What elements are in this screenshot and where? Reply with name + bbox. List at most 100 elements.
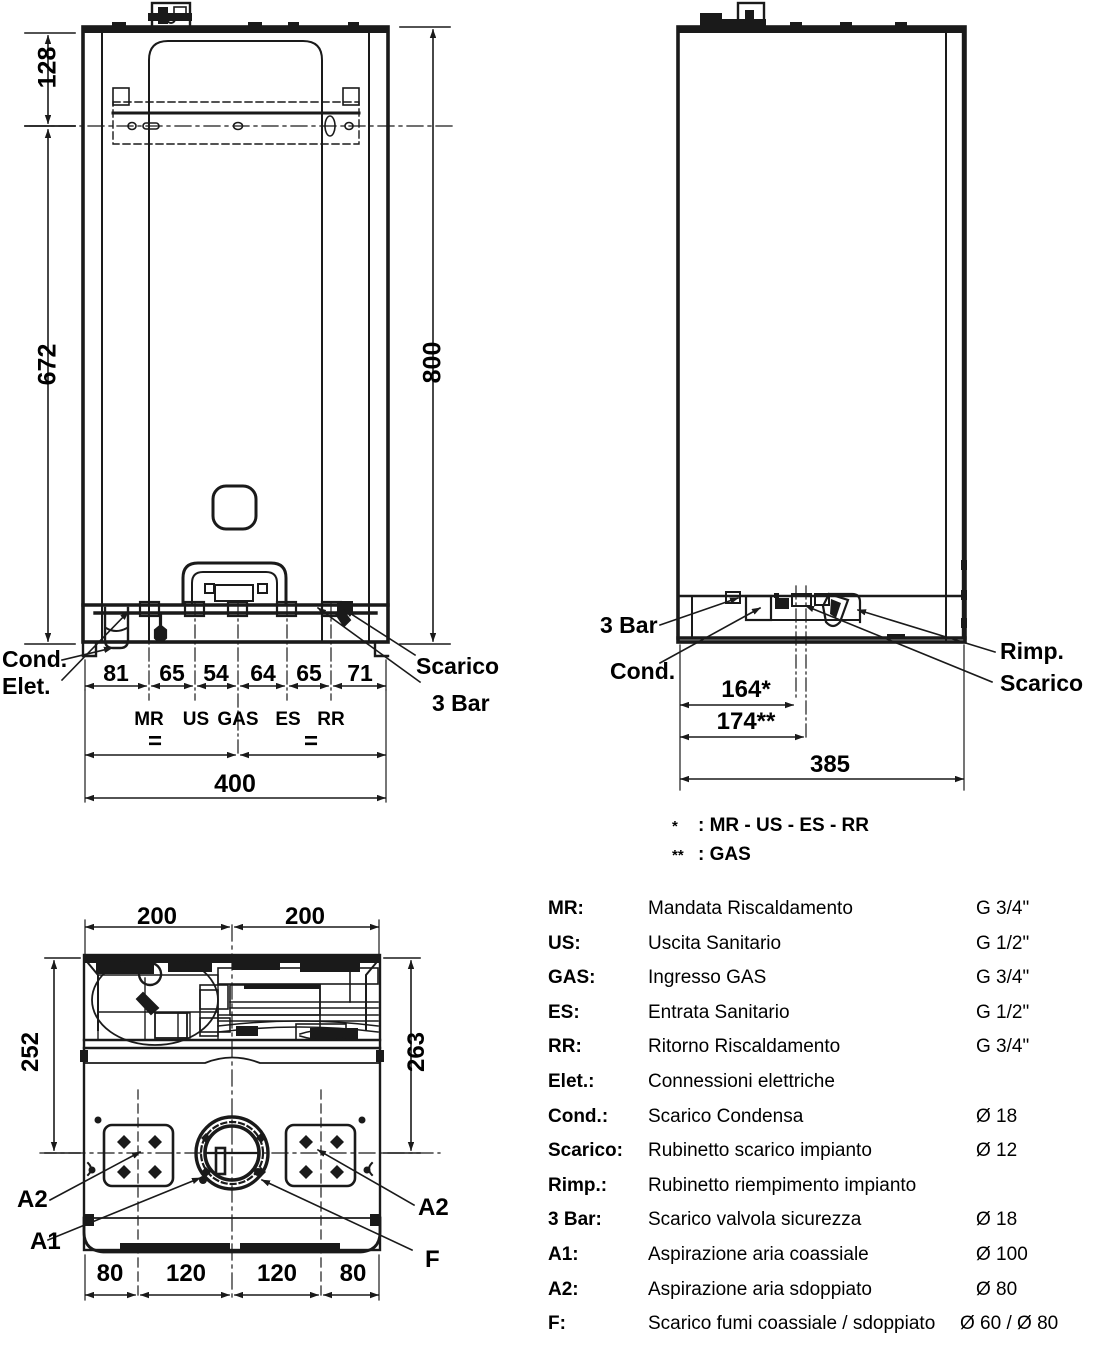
note-text-double: : GAS [698,844,751,865]
dim-label-200-left: 200 [136,903,178,930]
connection-label-gas: GAS [217,709,259,730]
dim-label-80-right: 80 [339,1260,367,1287]
connection-label-es: ES [275,709,301,730]
legend-row: GAS: Ingresso GAS G 3/4" [548,967,1096,1002]
legend-description: Aspirazione aria coassiale [648,1243,869,1265]
dim-label-672: 672 [33,343,62,386]
front-view-outline [81,1,390,644]
dim-400 [84,689,387,803]
side-view-notes: * : MR - US - ES - RR ** : GAS [672,815,869,873]
dim-label-65b: 65 [296,660,322,686]
callout-cond-front: Cond. [2,646,68,672]
legend-row: F: Scarico fumi coassiale / sdoppiato Ø … [548,1313,1096,1348]
callout-a2-left: A2 [17,1186,48,1213]
legend-key: Cond.: [548,1105,609,1127]
equal-mark-right: = [303,728,318,755]
legend-row: US: Uscita Sanitario G 1/2" [548,933,1096,968]
equal-mark-left: = [147,728,162,755]
callout-a1: A1 [30,1228,61,1255]
callout-3bar-side: 3 Bar [600,612,658,638]
legend-size: Ø 12 [976,1140,1018,1162]
legend-size: Ø 80 [976,1278,1018,1300]
legend-row: Rimp.: Rubinetto riempimento impianto [548,1175,1096,1210]
legend-description: Ingresso GAS [648,967,767,989]
side-view-centerlines [795,585,807,741]
legend-description: Mandata Riscaldamento [648,898,853,919]
dim-label-65a: 65 [159,660,185,686]
front-connection-centerlines [148,601,332,756]
legend-row: MR: Mandata Riscaldamento G 3/4" [548,898,1096,933]
legend-row: ES: Entrata Sanitario G 1/2" [548,1002,1096,1037]
dim-164 [679,644,794,791]
dim-label-385: 385 [809,751,851,778]
dim-label-164: 164* [721,676,771,703]
legend-row: Elet.: Connessioni elettriche [548,1071,1096,1106]
legend-description: Rubinetto scarico impianto [648,1140,872,1162]
dim-385 [680,644,965,791]
legend-size: Ø 100 [976,1243,1028,1265]
dim-label-120-right: 120 [256,1260,298,1287]
dim-263 [383,957,421,1154]
legend-description: Entrata Sanitario [648,1001,790,1023]
dim-connection-chain [84,659,387,691]
dim-label-200-right: 200 [284,903,326,930]
legend-key: Elet.: [548,1070,595,1092]
legend-size: G 3/4" [976,898,1030,919]
legend-row: A2: Aspirazione aria sdoppiato Ø 80 [548,1279,1096,1314]
connection-label-rr: RR [317,709,345,730]
dim-label-120-left: 120 [165,1260,207,1287]
dim-label-400: 400 [214,770,256,798]
legend-key: Rimp.: [548,1174,608,1196]
legend-key: 3 Bar: [548,1209,602,1231]
callout-elet-front: Elet. [2,673,51,699]
legend-size: G 1/2" [976,1001,1030,1023]
front-view-leaders [60,606,422,684]
callout-f: F [425,1246,440,1273]
note-single-star: * : MR - US - ES - RR [672,815,869,844]
legend-row: RR: Ritorno Riscaldamento G 3/4" [548,1036,1096,1071]
legend-size: G 3/4" [976,1036,1030,1058]
dim-label-263: 263 [403,1031,430,1073]
callout-a2-right: A2 [418,1194,449,1221]
dim-label-80-left: 80 [96,1260,124,1287]
legend-row: Cond.: Scarico Condensa Ø 18 [548,1106,1096,1141]
dim-label-252: 252 [17,1031,44,1073]
connection-label-us: US [182,709,210,730]
note-text-single: : MR - US - ES - RR [698,815,869,836]
legend-description: Ritorno Riscaldamento [648,1036,841,1058]
plan-view-internals [91,954,379,1046]
front-view-control-panel [181,484,288,606]
dim-800 [399,26,451,645]
legend-description: Connessioni elettriche [648,1070,835,1092]
dim-label-81: 81 [103,660,129,686]
dim-672 [24,125,76,645]
side-view-outline [676,1,967,644]
dim-label-64: 64 [250,660,276,686]
legend-row: A1: Aspirazione aria coassiale Ø 100 [548,1244,1096,1279]
legend-key: RR: [548,1036,582,1058]
dim-plan-top [84,919,380,959]
callout-scarico-front: Scarico [416,653,500,679]
drawing-linework [24,1,996,1301]
legend-size: Ø 18 [976,1209,1018,1231]
plan-view-leaders [46,1148,416,1252]
legend-description: Scarico fumi coassiale / sdoppiato [648,1313,936,1335]
side-view-leaders [658,596,996,684]
legend-size: Ø 60 / Ø 80 [960,1313,1059,1335]
note-star-double: ** [672,847,684,864]
legend-description: Scarico Condensa [648,1105,804,1127]
legend-size: G 1/2" [976,932,1030,954]
legend-size: Ø 18 [976,1105,1018,1127]
dim-252 [44,957,81,1154]
dim-label-71: 71 [347,660,373,686]
dim-plan-bottom [84,1254,380,1301]
callout-rimp-side: Rimp. [1000,638,1064,664]
side-view-bottom-fittings [676,591,967,640]
legend-key: F: [548,1313,566,1335]
legend-key: US: [548,932,581,954]
legend-row: Scarico: Rubinetto scarico impianto Ø 12 [548,1140,1096,1175]
legend-key: A1: [548,1243,579,1265]
callout-cond-side: Cond. [610,658,676,684]
callout-3bar-front: 3 Bar [432,690,490,716]
legend-description: Scarico valvola sicurezza [648,1209,862,1231]
